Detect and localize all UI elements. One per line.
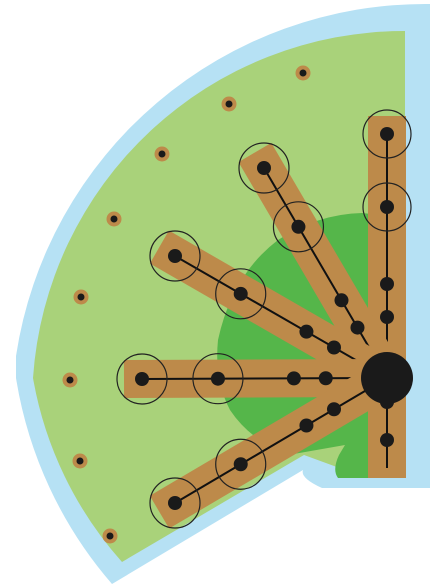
hub-circle <box>361 352 413 404</box>
arm-north-west-lower <box>149 230 397 395</box>
marker-dot <box>299 69 307 77</box>
node-dot <box>168 249 182 263</box>
node-dot <box>380 277 394 291</box>
arm-line <box>174 377 388 504</box>
arms-layer <box>116 109 412 529</box>
outer-marker <box>73 289 89 305</box>
node-dot <box>380 127 394 141</box>
ring-outline <box>238 142 290 194</box>
node-dot <box>318 371 333 386</box>
node-dot <box>286 371 301 386</box>
node-dot <box>380 310 394 324</box>
arm-line <box>141 377 388 380</box>
node-dot <box>350 320 365 335</box>
node-dot <box>327 402 341 417</box>
marker-dot <box>158 150 166 158</box>
node-dot <box>135 372 149 386</box>
node-dot <box>380 200 394 214</box>
ring-outline <box>149 230 201 282</box>
node-dot <box>257 161 271 175</box>
node-dot <box>210 371 225 386</box>
arm-south-west <box>149 361 397 529</box>
ring-outline <box>192 353 244 405</box>
arm-line <box>263 167 388 379</box>
arm-north <box>362 109 412 447</box>
node-dot <box>334 293 349 308</box>
marker-dot <box>76 457 84 465</box>
node-dot <box>233 457 248 472</box>
node-dot <box>233 286 248 301</box>
node-dot <box>327 340 341 355</box>
marker-dot <box>110 215 118 223</box>
ring-outline <box>149 477 201 529</box>
node-dot <box>299 324 314 339</box>
outer-marker <box>295 65 311 81</box>
node-dot <box>291 219 306 234</box>
outer-marker <box>72 453 88 469</box>
outer-marker <box>221 96 237 112</box>
node-dot <box>299 418 314 433</box>
hub-layer <box>361 352 413 404</box>
arm-west <box>116 353 388 405</box>
outer-marker <box>102 528 118 544</box>
node-dot <box>168 496 182 510</box>
arm-north-west-upper <box>238 142 404 388</box>
outer-marker <box>62 372 78 388</box>
ring-outline <box>362 109 412 159</box>
ring-outline <box>215 268 267 320</box>
outer-markers-layer <box>62 65 311 544</box>
outer-marker <box>106 211 122 227</box>
arm-line <box>174 255 388 379</box>
outer-marker <box>154 146 170 162</box>
marker-dot <box>77 293 85 301</box>
node-dot <box>380 433 394 447</box>
marker-dot <box>66 376 74 384</box>
marker-dot <box>225 100 233 108</box>
ring-outline <box>272 201 325 253</box>
marker-dot <box>106 532 114 540</box>
ring-outline <box>362 182 412 232</box>
ring-outline <box>116 353 168 405</box>
ring-outline <box>215 438 267 490</box>
